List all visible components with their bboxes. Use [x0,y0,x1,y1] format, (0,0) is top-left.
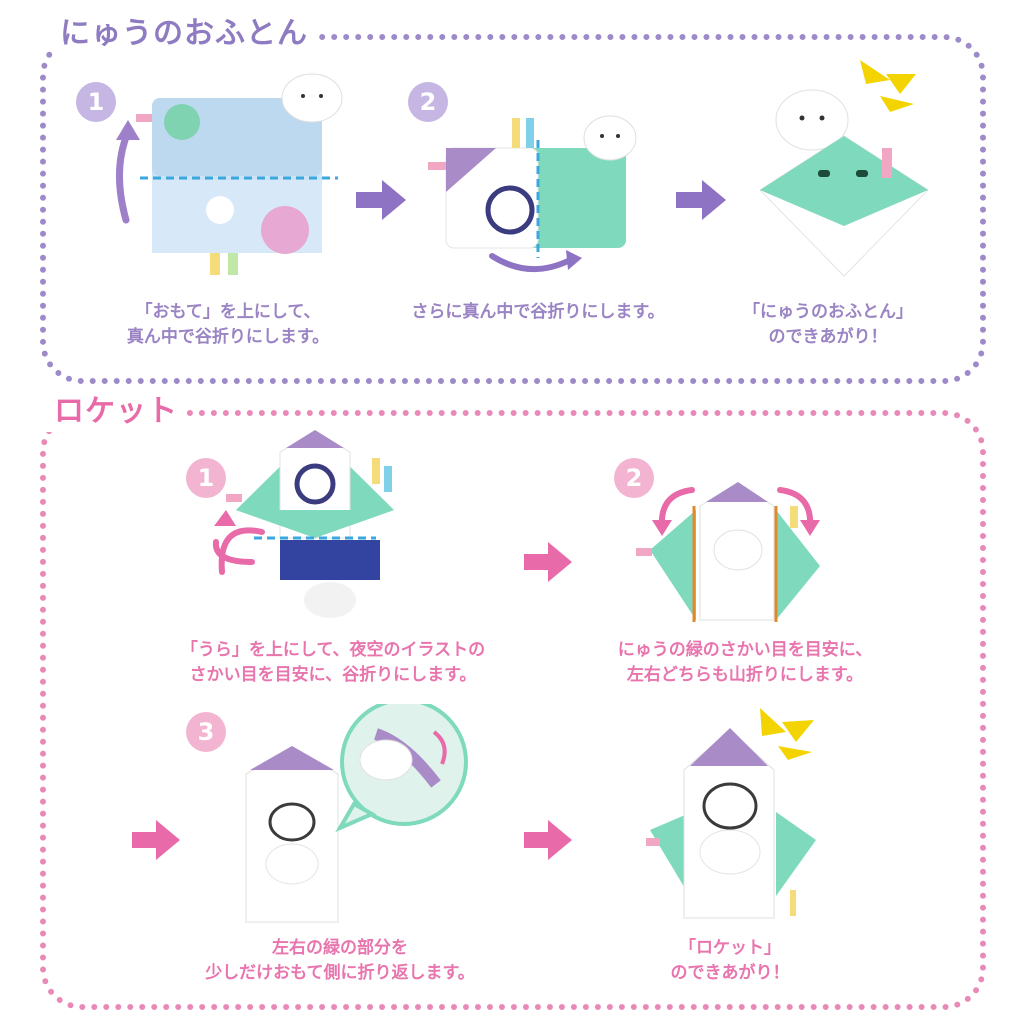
rocket-step-1-number: 1 [186,458,226,498]
futon-step-2-caption-line-1: さらに真ん中で谷折りにします。 [411,302,665,322]
futon-panel [40,34,986,384]
rocket-step-3-number: 3 [186,712,226,752]
futon-complete-caption-line-2: のできあがり！ [768,327,888,347]
futon-step-2-illustration [428,115,637,272]
futon-complete-caption: 「にゅうのおふとん」 のできあがり！ [718,300,938,350]
futon-step-2-number: 2 [408,82,448,122]
rocket-step-3-caption: 左右の緑の部分を 少しだけおもて側に折り返します。 [170,936,510,986]
futon-step-2-caption: さらに真ん中で谷折りにします。 [378,300,698,325]
rocket-complete-caption-line-1: 「ロケット」 [679,938,781,958]
rocket-step-3-caption-line-1: 左右の緑の部分を [272,938,408,958]
rocket-step-3-illustration [245,704,468,923]
rocket-arrow-1-icon [524,542,572,582]
futon-complete-caption-line-1: 「にゅうのおふとん」 [743,302,913,322]
futon-step-1-illustration [116,73,343,275]
rocket-step-1-caption: 「うら」を上にして、夜空のイラストの さかい目を目安に、谷折りにします。 [148,638,518,688]
futon-arrow-1-icon [356,180,406,220]
futon-step-1-number: 1 [76,82,116,122]
rocket-step-1-caption-line-2: さかい目を目安に、谷折りにします。 [189,665,477,685]
rocket-step-3-caption-line-2: 少しだけおもて側に折り返します。 [205,963,475,983]
rocket-panel [40,410,986,1010]
rocket-step-1-illustration [212,430,394,618]
rocket-step-2-illustration [636,482,820,622]
rocket-step-2-caption-line-1: にゅうの緑のさかい目を目安に、 [617,640,873,660]
futon-step-1-caption-line-1: 「おもて」を上にして、 [135,302,321,322]
futon-arrow-2-icon [676,180,726,220]
rocket-arrow-2-icon [132,820,180,860]
rocket-arrow-3-icon [524,820,572,860]
rocket-step-1-caption-line-1: 「うら」を上にして、夜空のイラストの [180,640,486,660]
rocket-step-2-caption-line-2: 左右どちらも山折りにします。 [626,665,864,685]
futon-step-1-caption-line-2: 真ん中で谷折りにします。 [126,327,330,347]
futon-section-title: にゅうのおふとん [52,14,316,54]
rocket-complete-caption-line-2: のできあがり！ [670,963,790,983]
rocket-complete-illustration [646,708,816,919]
rocket-step-2-caption: にゅうの緑のさかい目を目安に、 左右どちらも山折りにします。 [570,638,920,688]
futon-step-1-caption: 「おもて」を上にして、 真ん中で谷折りにします。 [78,300,378,350]
rocket-step-2-number: 2 [614,458,654,498]
rocket-complete-caption: 「ロケット」 のできあがり！ [620,936,840,986]
rocket-section-title: ロケット [46,392,186,432]
futon-complete-illustration [759,60,929,277]
